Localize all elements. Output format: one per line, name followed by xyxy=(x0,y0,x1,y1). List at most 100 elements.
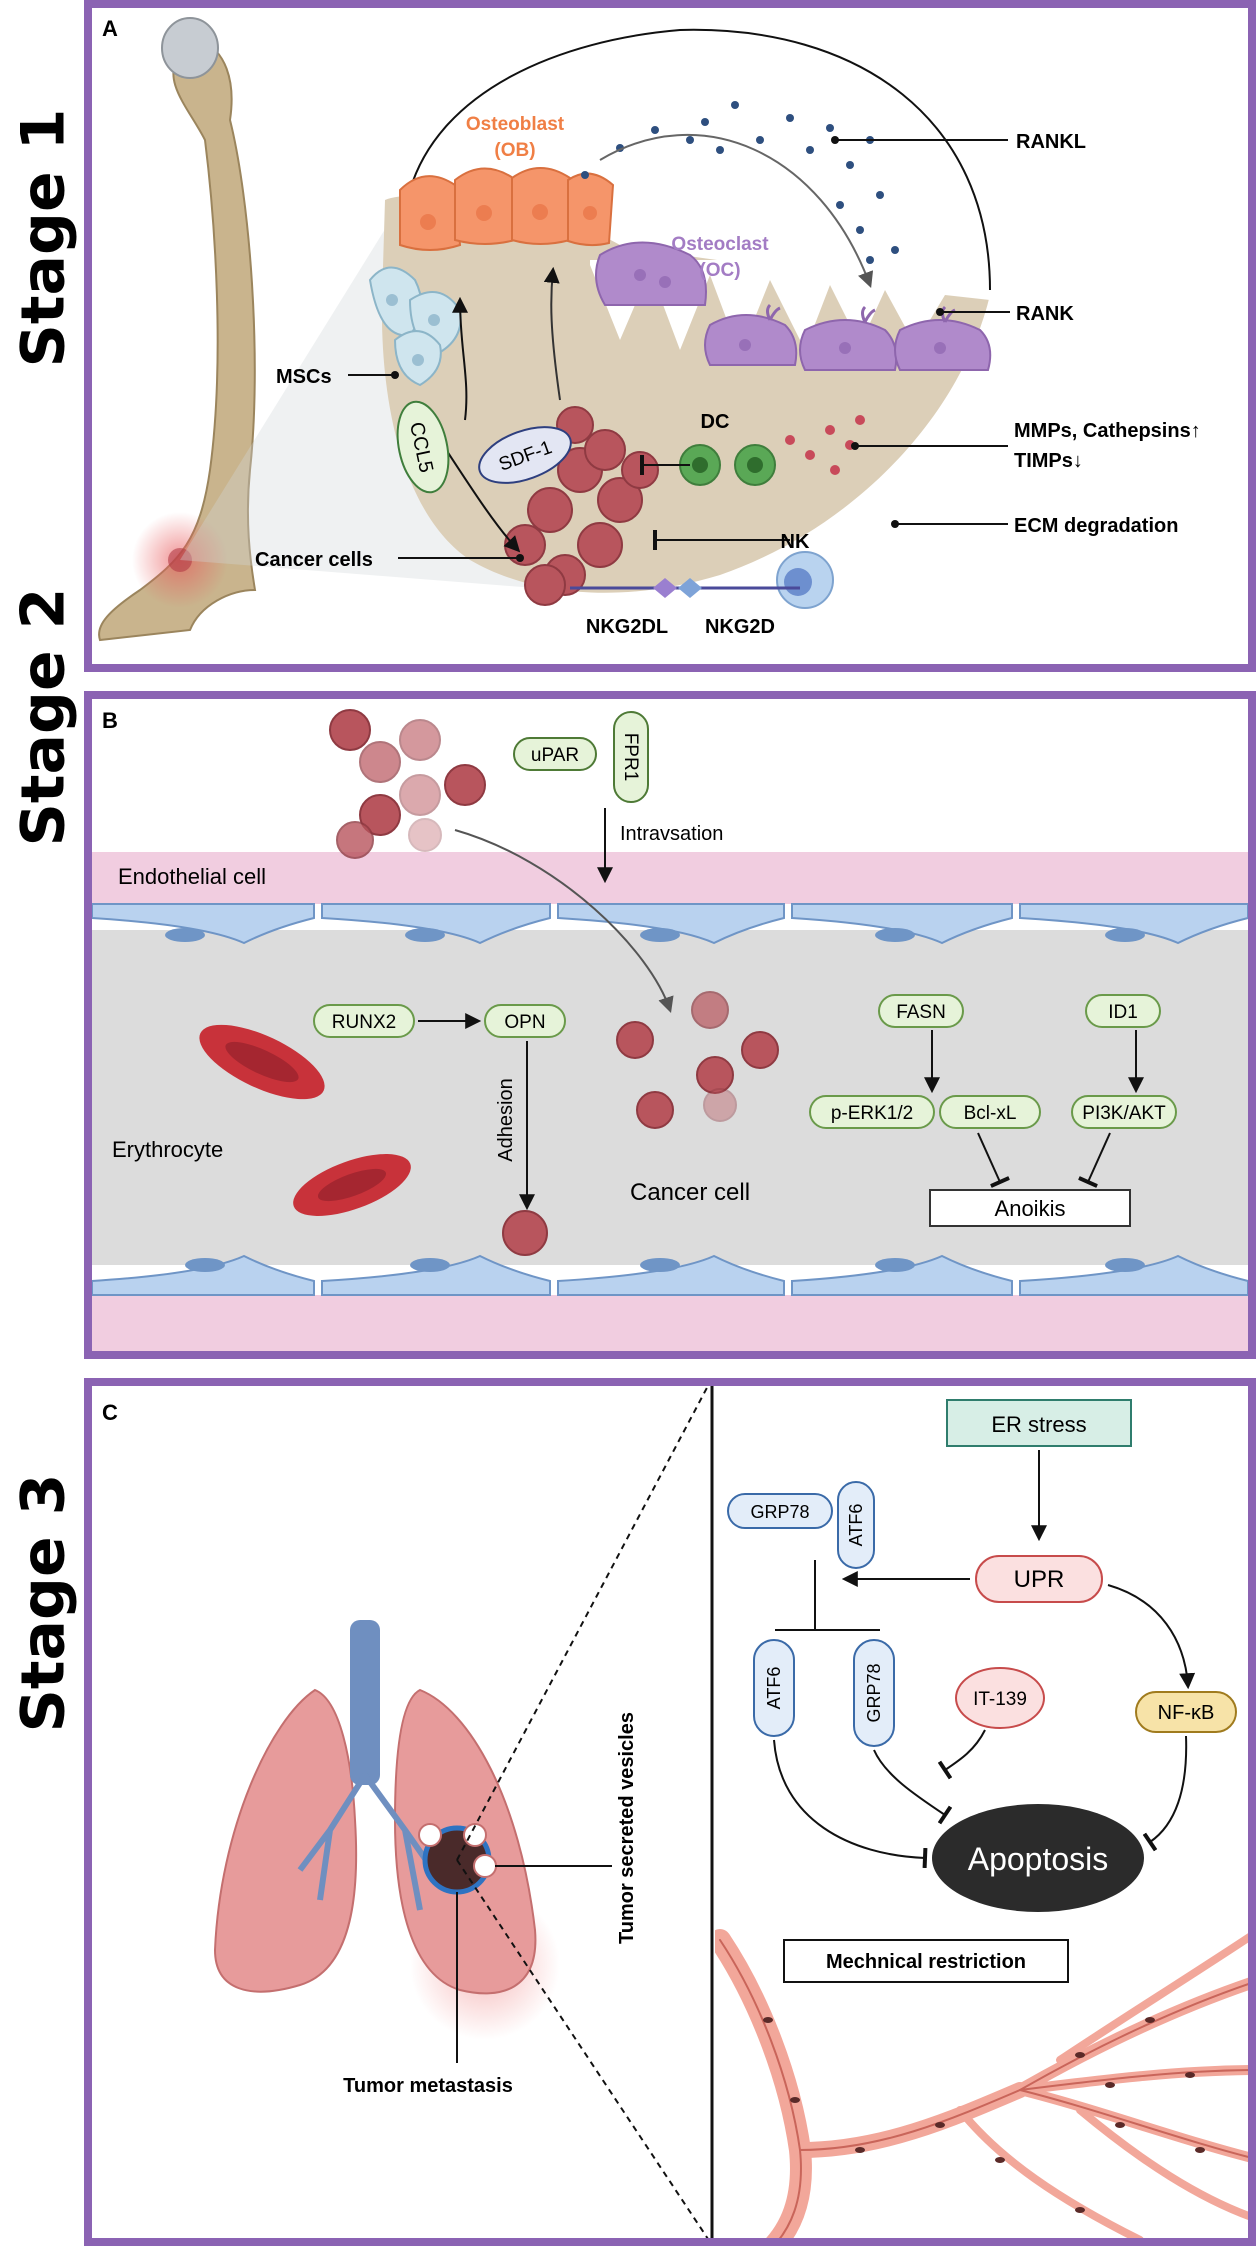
pi3k-inhibits xyxy=(1078,1132,1111,1188)
opn-box xyxy=(484,1004,566,1038)
signal-arc xyxy=(409,28,991,291)
panel-a-letter: A xyxy=(102,16,118,41)
endothelial-bottom xyxy=(91,1254,1249,1296)
endothelial-top xyxy=(91,903,1249,945)
mscs-label: MSCs xyxy=(276,366,332,388)
anoikis-box xyxy=(929,1189,1131,1227)
grp78-inhibits xyxy=(873,1749,953,1825)
dc-label: DC xyxy=(701,411,730,433)
bclxl-label: Bcl-xL xyxy=(964,1103,1017,1124)
intravasation-label: Intravsation xyxy=(620,823,723,845)
apoptosis-label: Apoptosis xyxy=(968,1841,1109,1877)
atf6-inhibits xyxy=(773,1739,928,1869)
sdf1-oval: SDF-1 xyxy=(478,426,572,484)
ccl5-oval: CCL5 xyxy=(396,400,450,494)
grp78-label: GRP78 xyxy=(864,1663,884,1722)
msc-cells xyxy=(368,266,462,387)
vesicles-label: Tumor secreted vesicles xyxy=(616,1712,638,1944)
endothelial-label: Endothelial cell xyxy=(118,864,266,889)
cancer-cells-top xyxy=(329,709,486,859)
svg-text:uPAR: uPAR xyxy=(531,745,579,766)
cancer-cell-label: Cancer cell xyxy=(630,1179,750,1206)
zoom-line-top xyxy=(456,1381,711,1861)
capillary-network xyxy=(715,1929,1250,2242)
grp78-top-box xyxy=(727,1493,833,1529)
nkg2d-shape xyxy=(678,578,702,598)
rankl-dots xyxy=(581,101,899,264)
nfkb-inhibits xyxy=(1142,1735,1188,1852)
timps-label: TIMPs↓ xyxy=(1014,450,1083,472)
pi3k-label: PI3K/AKT xyxy=(1082,1103,1166,1124)
atf6-top-box xyxy=(837,1481,875,1569)
osteoblast-abbr: (OB) xyxy=(494,140,535,161)
upr-nfkb-arrow xyxy=(1107,1584,1196,1690)
anoikis-label: Anoikis xyxy=(995,1196,1066,1221)
cancer-cells-label: Cancer cells xyxy=(255,549,373,571)
nk-cell xyxy=(776,551,834,609)
svg-text:FPR1: FPR1 xyxy=(620,733,641,782)
rankl-arrow xyxy=(599,134,874,289)
mechanical-label: Mechnical restriction xyxy=(826,1951,1026,1973)
grp78-box xyxy=(853,1639,895,1747)
bclxl-inhibits xyxy=(977,1132,1010,1188)
id1-label: ID1 xyxy=(1108,1002,1138,1023)
nfkb-box xyxy=(1135,1691,1237,1733)
metastasis-label: Tumor metastasis xyxy=(343,2075,513,2097)
er-stress-box xyxy=(946,1399,1132,1447)
panel-b-frame xyxy=(84,691,1256,1359)
osteoclast-abbr: (OC) xyxy=(699,260,740,281)
apoptosis-oval xyxy=(932,1804,1144,1912)
pi3k-box xyxy=(1071,1095,1177,1129)
osteoblast-label: Osteoblast xyxy=(466,114,565,135)
ecm-label: ECM degradation xyxy=(1014,515,1178,537)
adhesion-label: Adhesion xyxy=(495,1078,517,1161)
osteoblast-cells xyxy=(399,167,615,251)
it139-oval xyxy=(955,1667,1045,1729)
cancer-entry-arrow xyxy=(454,829,674,1014)
osteoclast-cells xyxy=(595,241,992,371)
trachea xyxy=(350,1620,380,1785)
nkg2d-label: NKG2D xyxy=(705,616,775,638)
atf6-top-label: ATF6 xyxy=(846,1504,866,1547)
arrow-cancer-to-msc xyxy=(452,296,469,421)
upar-fpr1-complex: uPAR FPR1 xyxy=(513,711,649,803)
perk-label: p-ERK1/2 xyxy=(831,1103,913,1124)
cancer-cell-cluster xyxy=(504,406,659,606)
upr-label: UPR xyxy=(1014,1566,1065,1593)
panel-c-letter: C xyxy=(102,1400,118,1425)
rankl-label: RANKL xyxy=(1016,131,1086,153)
panel-a-frame xyxy=(84,0,1256,672)
nk-label: NK xyxy=(781,531,810,553)
nkg2dl-label: NKG2DL xyxy=(586,616,668,638)
osteoclast-label: Osteoclast xyxy=(671,234,769,255)
panel-b-letter: B xyxy=(102,708,118,733)
fasn-box xyxy=(878,994,964,1028)
mmp-dots xyxy=(785,415,865,475)
upr-box xyxy=(975,1555,1103,1603)
bclxl-box xyxy=(939,1095,1041,1129)
nfkb-label: NF-κB xyxy=(1158,1702,1215,1724)
panel-c: ER stress UPR GRP78 ATF6 ATF6 GRP78 IT-1… xyxy=(88,1381,1252,2243)
atf6-box xyxy=(753,1639,795,1737)
lower-pink-band xyxy=(88,1295,1252,1355)
panel-c-frame xyxy=(84,1378,1256,2246)
runx2-box xyxy=(313,1004,415,1038)
cancer-cells-lumen xyxy=(502,991,779,1256)
perk-box xyxy=(809,1095,935,1129)
erythrocyte-label: Erythrocyte xyxy=(112,1137,223,1162)
femur-bone xyxy=(98,17,257,642)
lungs xyxy=(213,1620,560,2040)
mmps-label: MMPs, Cathepsins↑ xyxy=(1014,420,1201,442)
dendritic-cells xyxy=(679,444,776,486)
grp78-top-label: GRP78 xyxy=(750,1502,809,1522)
upper-pink-band xyxy=(88,852,1252,904)
it139-inhibits xyxy=(937,1729,986,1780)
panel-b: uPAR FPR1 RUNX2 OPN FASN ID1 p-ERK1/2 Bc… xyxy=(88,695,1252,1355)
id1-box xyxy=(1085,994,1161,1028)
atf6-label: ATF6 xyxy=(764,1667,784,1710)
panel-a: CCL5 SDF-1 A Osteoblast (OB) Osteoclast … xyxy=(88,4,1252,668)
opn-label: OPN xyxy=(504,1012,545,1033)
erythrocytes xyxy=(199,1024,411,1216)
rank-label: RANK xyxy=(1016,303,1074,325)
